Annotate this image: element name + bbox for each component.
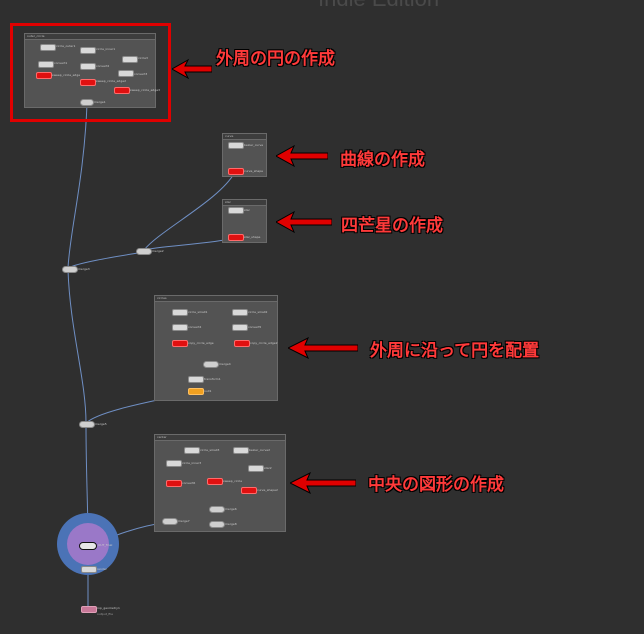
node-label: convert5 bbox=[248, 325, 262, 329]
node-label: transform1 bbox=[204, 377, 221, 381]
arrow-left-icon bbox=[288, 337, 358, 359]
node-label: convert4 bbox=[188, 325, 202, 329]
node-label: convert3 bbox=[134, 72, 148, 76]
node-merge2[interactable] bbox=[136, 248, 152, 255]
arrow-left-icon bbox=[290, 472, 356, 494]
node-label: sweep_circle_edge2 bbox=[96, 79, 126, 83]
node-label: null1 bbox=[204, 389, 212, 393]
node-final-output[interactable] bbox=[79, 542, 97, 550]
node-label: merge1 bbox=[94, 100, 106, 104]
node-label: merge7 bbox=[178, 519, 190, 523]
subnet-place-circles-title: circles bbox=[155, 296, 277, 302]
node-label: merge5 bbox=[95, 422, 107, 426]
node-center-star[interactable] bbox=[248, 465, 264, 472]
node-rop-geometry[interactable] bbox=[81, 606, 97, 613]
annotation-outer-circle: 外周の円の作成 bbox=[216, 49, 335, 69]
node-merge3[interactable] bbox=[62, 266, 78, 273]
node-label: curve_shape bbox=[244, 169, 263, 173]
node-label: merge2 bbox=[152, 249, 164, 253]
node-label: merge3 bbox=[78, 267, 90, 271]
node-convert5[interactable] bbox=[232, 324, 248, 331]
node-label: sweep_circle bbox=[223, 479, 243, 483]
node-label: merge6 bbox=[225, 507, 237, 511]
node-center-sweep[interactable] bbox=[207, 478, 223, 485]
node-label: rop_geometry1 bbox=[97, 606, 120, 610]
node-circle3[interactable] bbox=[122, 56, 138, 63]
node-null[interactable] bbox=[188, 388, 204, 395]
node-star[interactable] bbox=[228, 207, 244, 214]
node-label: circle_small1 bbox=[188, 310, 208, 314]
node-sweep-edge3[interactable] bbox=[114, 87, 130, 94]
node-label: sweep_circle_edge3 bbox=[130, 88, 160, 92]
arrow-left-icon bbox=[172, 58, 212, 80]
node-copy-edge2[interactable] bbox=[234, 340, 250, 347]
node-center-circle1[interactable] bbox=[184, 447, 200, 454]
node-merge5[interactable] bbox=[79, 421, 95, 428]
node-curve-shape[interactable] bbox=[228, 168, 244, 175]
node-render[interactable] bbox=[81, 566, 97, 573]
node-convert3[interactable] bbox=[118, 70, 134, 77]
annotation-center-shape: 中央の図形の作成 bbox=[368, 475, 504, 495]
subnet-star-title: star bbox=[223, 200, 266, 206]
subnet-center-shape-title: center bbox=[155, 435, 285, 441]
node-circle-small2[interactable] bbox=[232, 309, 248, 316]
node-transform[interactable] bbox=[188, 376, 204, 383]
node-star-shape[interactable] bbox=[228, 234, 244, 241]
node-merge1[interactable] bbox=[80, 99, 94, 106]
node-convert1[interactable] bbox=[38, 61, 54, 68]
node-center-bezier[interactable] bbox=[233, 447, 249, 454]
node-circle-inner[interactable] bbox=[80, 47, 96, 54]
subnet-outer-circle-title: outer_circle bbox=[25, 34, 155, 40]
annotation-four-star: 四芒星の作成 bbox=[341, 216, 443, 236]
node-sublabel: output_file bbox=[97, 612, 113, 616]
node-label: circle_inner1 bbox=[96, 47, 116, 51]
node-label: merge8 bbox=[225, 522, 237, 526]
node-label: circle3 bbox=[138, 56, 148, 60]
node-label: star bbox=[244, 208, 250, 212]
node-label: circle_inner3 bbox=[182, 461, 202, 465]
node-label: sweep_circle_edge bbox=[52, 73, 81, 77]
node-circle-small1[interactable] bbox=[172, 309, 188, 316]
edition-watermark: Indie Edition bbox=[318, 0, 439, 12]
node-label: render bbox=[97, 567, 107, 571]
subnet-curve-title: curve bbox=[223, 134, 266, 140]
node-label: bezier_curve2 bbox=[249, 448, 271, 452]
node-label: circle_outer1 bbox=[56, 44, 76, 48]
node-label: convert6 bbox=[182, 481, 196, 485]
node-label: bezier_curve bbox=[244, 143, 264, 147]
node-label: star2 bbox=[264, 466, 272, 470]
node-label: OUT_final bbox=[98, 543, 113, 547]
node-label: circle_small2 bbox=[248, 310, 268, 314]
node-convert4[interactable] bbox=[172, 324, 188, 331]
node-label: curve_shape2 bbox=[257, 488, 278, 492]
node-center-merge[interactable] bbox=[209, 506, 225, 513]
node-sweep-edge1[interactable] bbox=[36, 72, 52, 79]
node-center-curve[interactable] bbox=[241, 487, 257, 494]
arrow-left-icon bbox=[276, 211, 332, 233]
node-label: star_shape bbox=[244, 235, 261, 239]
node-label: convert1 bbox=[54, 61, 68, 65]
annotation-curve: 曲線の作成 bbox=[340, 150, 425, 170]
node-circle-outer[interactable] bbox=[40, 44, 56, 51]
annotation-place-circles: 外周に沿って円を配置 bbox=[370, 341, 540, 361]
node-center-convert[interactable] bbox=[166, 480, 182, 487]
node-center-merge2[interactable] bbox=[162, 518, 178, 525]
red-highlight-box bbox=[10, 23, 171, 122]
node-center-circle2[interactable] bbox=[166, 460, 182, 467]
node-center-merge-out[interactable] bbox=[209, 521, 225, 528]
node-convert2[interactable] bbox=[80, 63, 96, 70]
node-label: merge4 bbox=[219, 362, 231, 366]
node-label: copy_circle_edge bbox=[188, 341, 214, 345]
node-label: convert2 bbox=[96, 64, 110, 68]
node-sweep-edge2[interactable] bbox=[80, 79, 96, 86]
node-copy-edge1[interactable] bbox=[172, 340, 188, 347]
node-label: circle_small3 bbox=[200, 448, 220, 452]
node-bezier[interactable] bbox=[228, 142, 244, 149]
node-label: copy_circle_edge2 bbox=[250, 341, 278, 345]
arrow-left-icon bbox=[276, 145, 328, 167]
node-merge4[interactable] bbox=[203, 361, 219, 368]
